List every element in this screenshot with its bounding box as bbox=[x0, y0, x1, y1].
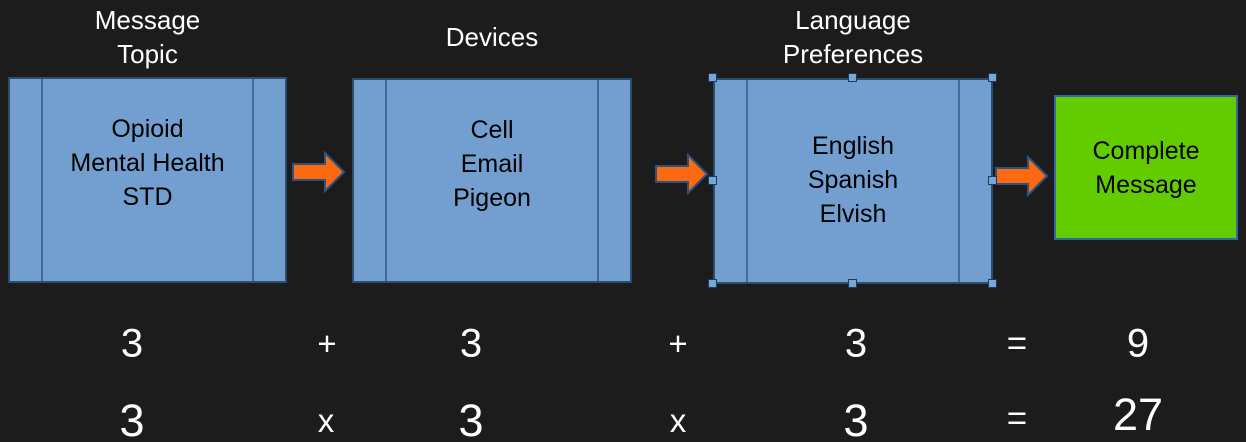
selection-handle-bottom-left[interactable] bbox=[708, 279, 717, 288]
selection-handle-middle-right[interactable] bbox=[988, 176, 997, 185]
eq-add-operand-3[interactable]: 3 bbox=[844, 321, 868, 366]
right-arrow-icon[interactable] bbox=[292, 151, 346, 193]
box-text-line: Message bbox=[1095, 170, 1197, 199]
inner-divider-line bbox=[958, 80, 960, 282]
selection-handle-bottom-right[interactable] bbox=[988, 279, 997, 288]
box-text-line: Elvish bbox=[819, 200, 887, 228]
eq-add-equals-sign[interactable]: = bbox=[1006, 324, 1028, 363]
eq-mul-operator-2[interactable]: x bbox=[669, 402, 687, 439]
eq-mul-operand-2[interactable]: 3 bbox=[458, 395, 484, 442]
inner-divider-line bbox=[252, 79, 254, 281]
heading-line: Language bbox=[795, 5, 911, 35]
right-arrow-icon[interactable] bbox=[995, 155, 1049, 197]
label-language-preferences[interactable]: Language Preferences bbox=[713, 3, 993, 71]
shape-language-preferences-box[interactable]: English Spanish Elvish bbox=[713, 78, 993, 284]
eq-add-operator-1[interactable]: + bbox=[317, 325, 337, 362]
box-text-line: Pigeon bbox=[453, 184, 531, 212]
selection-handle-top-right[interactable] bbox=[988, 73, 997, 82]
inner-divider-line bbox=[746, 80, 748, 282]
shape-devices-box[interactable]: Cell Email Pigeon bbox=[352, 78, 632, 283]
eq-add-operand-2[interactable]: 3 bbox=[459, 321, 483, 366]
label-message-topic[interactable]: Message Topic bbox=[8, 3, 287, 71]
eq-add-operator-2[interactable]: + bbox=[668, 325, 688, 362]
eq-mul-result[interactable]: 27 bbox=[1112, 389, 1164, 440]
box-text-line: Complete bbox=[1092, 136, 1200, 165]
box-text-line: STD bbox=[122, 183, 173, 211]
inner-divider-line bbox=[385, 80, 387, 281]
box-text-line: Spanish bbox=[807, 166, 899, 194]
eq-add-operand-1[interactable]: 3 bbox=[120, 321, 144, 366]
inner-divider-line bbox=[41, 79, 43, 281]
box-text: Opioid Mental Health STD bbox=[10, 112, 285, 214]
eq-mul-operand-1[interactable]: 3 bbox=[119, 395, 145, 442]
right-arrow-icon[interactable] bbox=[655, 153, 709, 195]
box-text-line: Mental Health bbox=[70, 149, 225, 177]
selection-handle-bottom-center[interactable] bbox=[848, 279, 857, 288]
eq-mul-equals-sign[interactable]: = bbox=[1006, 399, 1028, 438]
eq-mul-operator-1[interactable]: x bbox=[317, 402, 335, 439]
box-text: Cell Email Pigeon bbox=[354, 113, 630, 215]
box-text-line: Email bbox=[460, 150, 524, 178]
box-text: English Spanish Elvish bbox=[715, 129, 991, 231]
eq-add-result[interactable]: 9 bbox=[1126, 321, 1150, 366]
box-text-line: Cell bbox=[470, 116, 514, 144]
shape-message-topic-box[interactable]: Opioid Mental Health STD bbox=[8, 77, 287, 283]
label-devices[interactable]: Devices bbox=[352, 20, 632, 54]
selection-handle-top-center[interactable] bbox=[848, 73, 857, 82]
eq-mul-operand-3[interactable]: 3 bbox=[843, 395, 869, 442]
heading-line: Message bbox=[94, 5, 201, 35]
shape-complete-message-box[interactable]: Complete Message bbox=[1054, 95, 1238, 240]
box-text-line: English bbox=[812, 132, 894, 160]
inner-divider-line bbox=[597, 80, 599, 281]
selection-handle-top-left[interactable] bbox=[708, 73, 717, 82]
selection-handle-middle-left[interactable] bbox=[708, 176, 717, 185]
heading-line: Devices bbox=[445, 22, 539, 52]
heading-line: Topic bbox=[117, 39, 178, 69]
heading-line: Preferences bbox=[782, 39, 924, 69]
box-text-line: Opioid bbox=[111, 115, 184, 143]
